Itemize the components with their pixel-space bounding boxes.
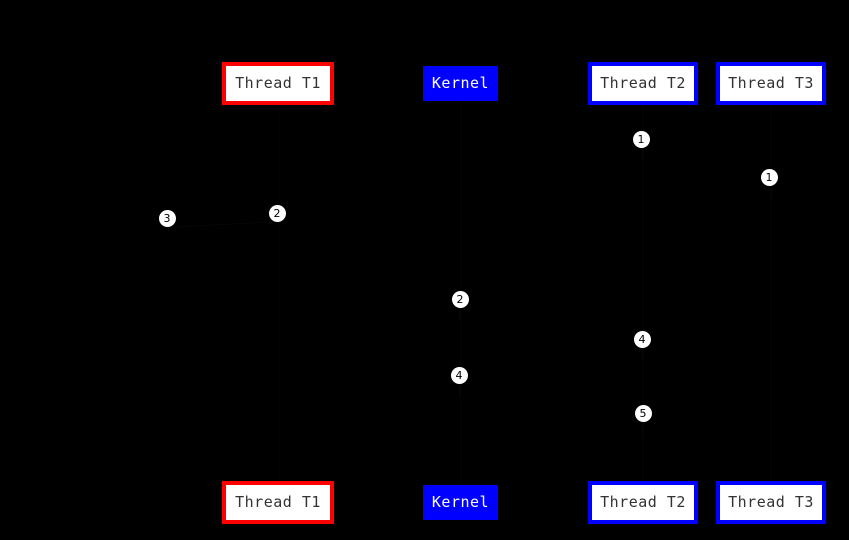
participant-t3-top[interactable]: Thread T3 [716,62,826,105]
badge-4a: 4 [633,330,651,348]
badge-1b: 1 [760,168,778,186]
msg-5 [642,348,643,360]
t3-bottom-label: Thread T3 [728,493,814,511]
lifeline-t2 [643,105,644,481]
badge-4b: 4 [450,366,468,384]
msg-4 [459,308,460,320]
badge-1a: 1 [632,130,650,148]
t1-bottom-label: Thread T1 [235,493,321,511]
t2-top-label: Thread T2 [600,74,686,92]
participant-t3-bottom[interactable]: Thread T3 [716,481,826,524]
t2-bottom-label: Thread T2 [600,493,686,511]
kernel-bottom-label: Kernel [431,493,490,511]
participant-kernel-top[interactable]: Kernel [423,66,498,101]
participant-t2-bottom[interactable]: Thread T2 [588,481,698,524]
msg-7 [642,422,643,434]
badge-5: 5 [634,404,652,422]
kernel-top-label: Kernel [431,74,490,92]
participant-t1-top[interactable]: Thread T1 [222,62,334,105]
t3-top-label: Thread T3 [728,74,814,92]
participant-t2-top[interactable]: Thread T2 [588,62,698,105]
msg-6 [459,384,460,396]
msg-1 [642,147,643,160]
lifeline-t1 [278,105,279,481]
participant-t1-bottom[interactable]: Thread T1 [222,481,334,524]
lifeline-t3 [771,105,772,481]
badge-2a: 2 [268,204,286,222]
msg-2 [770,186,771,198]
participant-kernel-bottom[interactable]: Kernel [423,485,498,520]
badge-2b: 2 [451,290,469,308]
badge-3: 3 [158,209,176,227]
msg-3 [166,221,278,228]
t1-top-label: Thread T1 [235,74,321,92]
